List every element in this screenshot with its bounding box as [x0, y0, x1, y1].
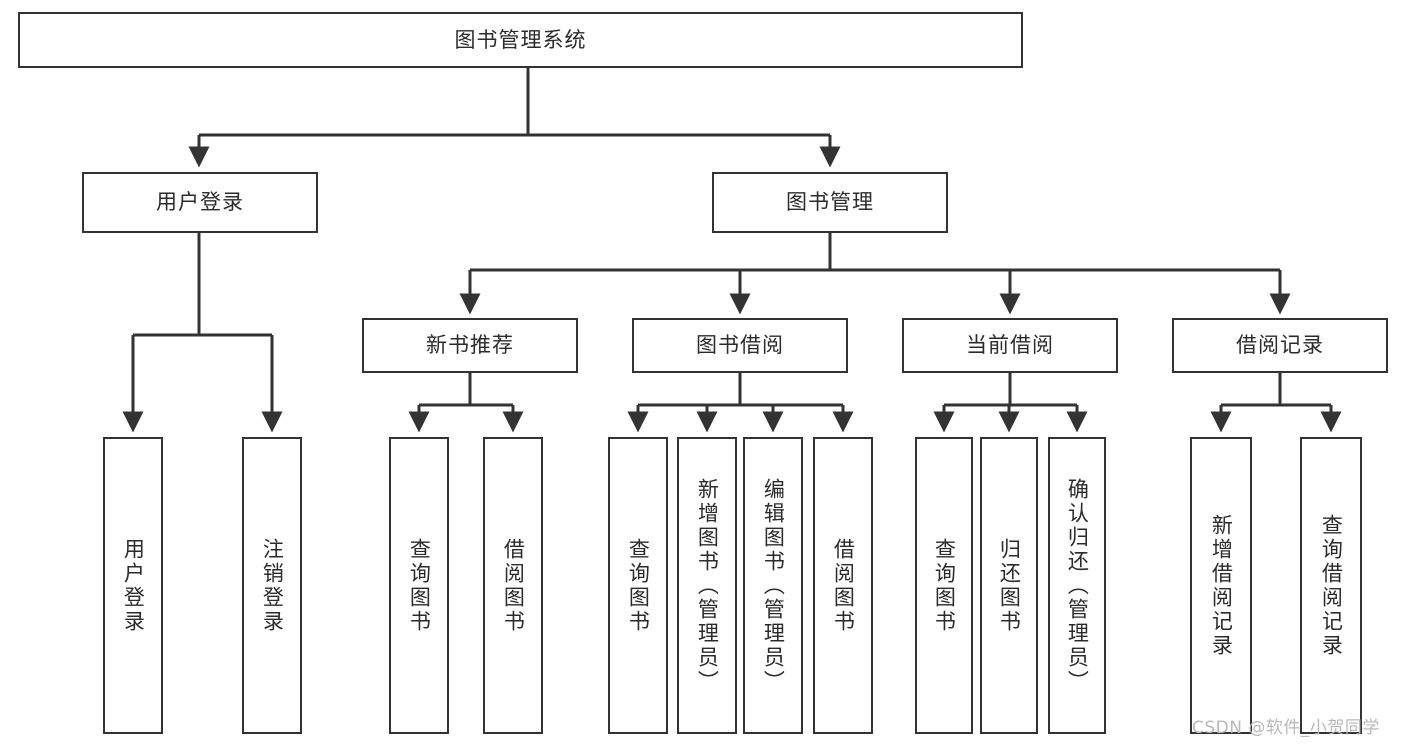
- node-leaf-add-book-admin[interactable]: 新增图书（管理员）: [677, 437, 737, 734]
- node-label: 借阅图书: [501, 537, 526, 634]
- node-label: 用户登录: [156, 190, 244, 215]
- node-leaf-user-login[interactable]: 用户登录: [103, 437, 163, 734]
- node-label: 当前借阅: [966, 333, 1054, 358]
- node-leaf-edit-book-admin[interactable]: 编辑图书（管理员）: [743, 437, 803, 734]
- node-label: 查询图书: [932, 537, 957, 634]
- node-leaf-query-book-borrow[interactable]: 查询图书: [608, 437, 668, 734]
- node-root-book-management-system[interactable]: 图书管理系统: [18, 12, 1023, 68]
- node-borrow-record[interactable]: 借阅记录: [1172, 318, 1388, 373]
- node-leaf-query-book-current[interactable]: 查询图书: [915, 437, 973, 734]
- node-label: 新增图书（管理员）: [695, 477, 720, 694]
- node-leaf-query-borrow-record[interactable]: 查询借阅记录: [1300, 437, 1362, 734]
- node-user-login[interactable]: 用户登录: [82, 172, 318, 233]
- node-leaf-logout[interactable]: 注销登录: [242, 437, 302, 734]
- node-leaf-confirm-return-admin[interactable]: 确认归还（管理员）: [1048, 437, 1106, 734]
- node-label: 图书管理: [786, 190, 874, 215]
- node-book-borrow[interactable]: 图书借阅: [632, 318, 848, 373]
- node-label: 新书推荐: [426, 333, 514, 358]
- node-current-borrow[interactable]: 当前借阅: [902, 318, 1118, 373]
- node-leaf-return-book[interactable]: 归还图书: [980, 437, 1038, 734]
- node-leaf-add-borrow-record[interactable]: 新增借阅记录: [1190, 437, 1252, 734]
- node-label: 借阅图书: [831, 537, 856, 634]
- node-label: 确认归还（管理员）: [1065, 477, 1090, 694]
- node-label: 查询借阅记录: [1319, 513, 1344, 658]
- node-label: 图书管理系统: [454, 27, 587, 52]
- node-label: 借阅记录: [1236, 333, 1324, 358]
- node-label: 用户登录: [121, 537, 146, 634]
- node-label: 新增借阅记录: [1209, 513, 1234, 658]
- node-label: 归还图书: [997, 537, 1022, 634]
- node-new-book-recommend[interactable]: 新书推荐: [362, 318, 578, 373]
- node-label: 图书借阅: [696, 333, 784, 358]
- node-leaf-borrow-book[interactable]: 借阅图书: [813, 437, 873, 734]
- node-label: 查询图书: [626, 537, 651, 634]
- csdn-watermark: CSDN @软件_小贺同学: [1192, 718, 1380, 738]
- node-label: 编辑图书（管理员）: [761, 477, 786, 694]
- node-label: 查询图书: [407, 537, 432, 634]
- node-leaf-borrow-book-recommend[interactable]: 借阅图书: [483, 437, 543, 734]
- node-label: 注销登录: [260, 537, 285, 634]
- node-leaf-query-book-recommend[interactable]: 查询图书: [389, 437, 449, 734]
- node-book-management[interactable]: 图书管理: [712, 172, 948, 233]
